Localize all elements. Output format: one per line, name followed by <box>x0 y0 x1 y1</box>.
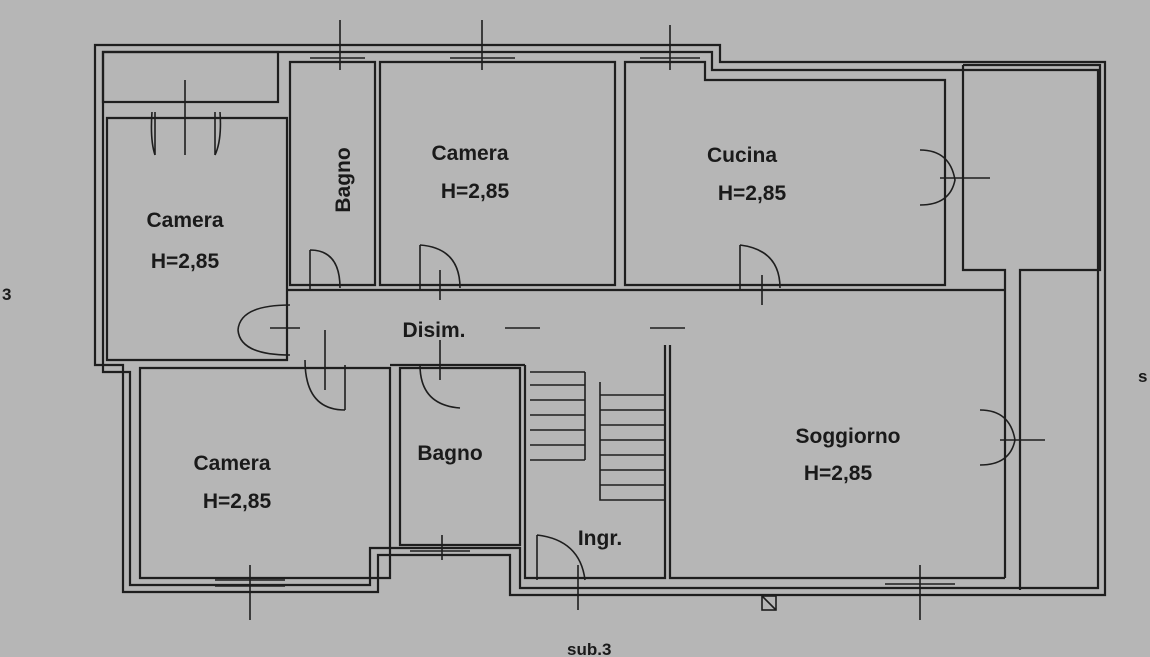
room-name-bagno-bottom: Bagno <box>417 442 482 465</box>
edge-label-right: s <box>1138 367 1147 386</box>
room-name-camera-bottom: Camera <box>193 452 270 475</box>
room-name-camera-left: Camera <box>146 209 223 232</box>
closet <box>101 50 280 104</box>
windows <box>215 20 955 620</box>
room-name-bagno-top: Bagno <box>332 147 355 212</box>
room-height-camera-left: H=2,85 <box>151 250 220 273</box>
room-name-cucina: Cucina <box>707 144 777 167</box>
room-height-cucina: H=2,85 <box>718 182 787 205</box>
room-name-camera-middle: Camera <box>431 142 508 165</box>
room-name-soggiorno: Soggiorno <box>796 425 901 448</box>
room-height-camera-bottom: H=2,85 <box>203 490 272 513</box>
inner-walls <box>101 50 1102 590</box>
edge-label-left: 3 <box>2 285 11 304</box>
room-height-soggiorno: H=2,85 <box>804 462 873 485</box>
room-name-ingresso: Ingr. <box>578 527 622 550</box>
edge-label-bottom: sub.3 <box>567 640 611 657</box>
outer-walls <box>93 43 1107 597</box>
room-name-disimpegno: Disim. <box>402 319 465 342</box>
staircase <box>530 371 665 501</box>
doors <box>150 80 1045 610</box>
room-height-camera-middle: H=2,85 <box>441 180 510 203</box>
